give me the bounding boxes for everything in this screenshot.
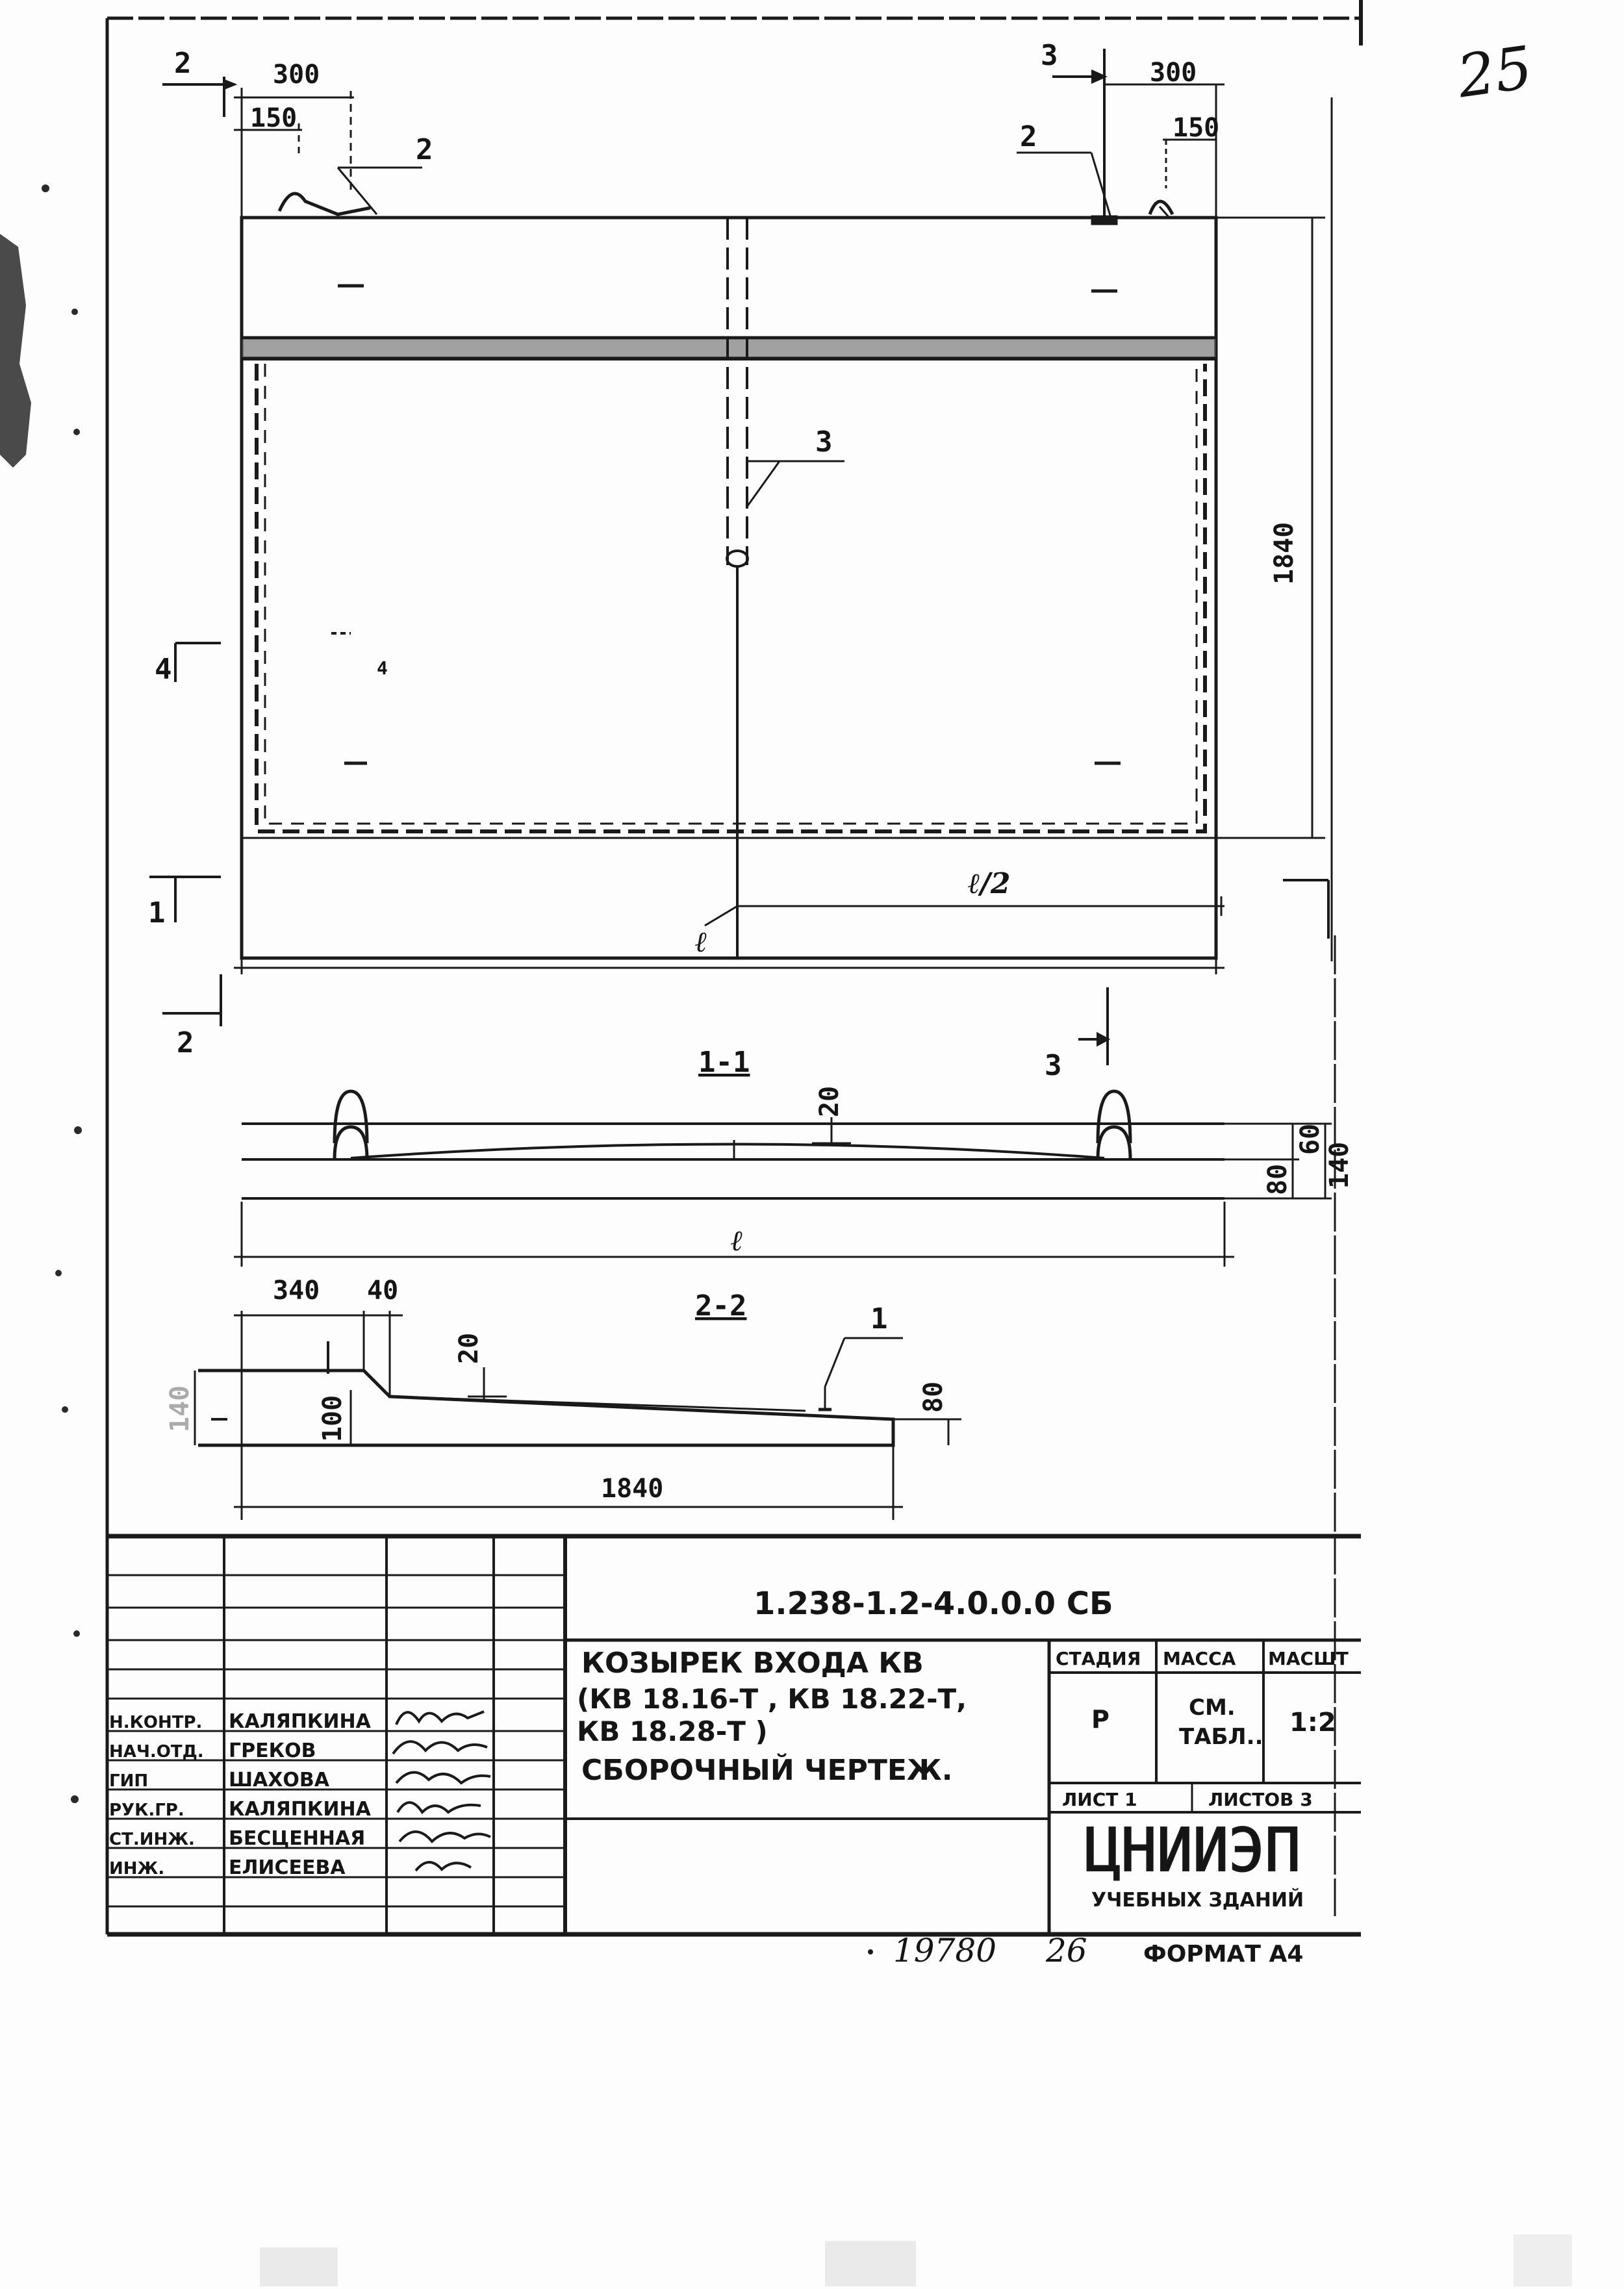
dim-60-s11: 60 (1295, 1124, 1325, 1155)
callout-1-s22: 1 (870, 1302, 888, 1335)
dim-1840-vertical: 1840 (1269, 522, 1299, 585)
drawing-title-line-3: КВ 18.28-Т ) (577, 1715, 768, 1747)
drawing-title-line-4: СБОРОЧНЫЙ ЧЕРТЕЖ. (581, 1752, 953, 1787)
page-number: 25 (1453, 33, 1536, 111)
section-mark-2-bottom: 2 (177, 1026, 194, 1059)
dim-20-s11: 20 (815, 1086, 844, 1117)
dim-300-left: 300 (273, 60, 320, 90)
section-2-2-title: 2-2 (695, 1289, 746, 1322)
role-st-inzh: СТ.ИНЖ. (109, 1830, 195, 1849)
span-l-s11: ℓ (731, 1224, 743, 1258)
section-1-1-title: 1-1 (698, 1046, 750, 1079)
dim-140-s11: 140 (1325, 1142, 1354, 1189)
drawing-title-line-2: (КВ 18.16-Т , КВ 18.22-Т, (577, 1683, 967, 1715)
drawing-designation: 1.238-1.2-4.0.0.0 СБ (754, 1586, 1113, 1622)
dim-20-s22: 20 (454, 1333, 484, 1364)
dim-80-s22: 80 (919, 1382, 948, 1413)
footer: 19780 26 ФОРМАТ А4 (868, 1932, 1303, 1969)
value-mass-1: СМ. (1189, 1695, 1236, 1721)
drawing-title-line-1: КОЗЫРЕК ВХОДА КВ (581, 1647, 924, 1680)
footer-number: 19780 (893, 1932, 996, 1969)
section-mark-3-top: 3 (1041, 39, 1058, 72)
callout-3: 3 (815, 425, 833, 459)
span-l-plan: ℓ (695, 926, 707, 959)
dim-300-right: 300 (1150, 58, 1197, 88)
title-block-text: 1.238-1.2-4.0.0.0 СБ КОЗЫРЕК ВХОДА КВ (К… (109, 1586, 1349, 1912)
dim-140-s22: 140 (165, 1385, 195, 1432)
role-gip: ГИП (109, 1771, 148, 1791)
section-1-1 (234, 1089, 1332, 1267)
dim-340-s22: 340 (273, 1276, 320, 1306)
name-n-kontr: КАЛЯПКИНА (229, 1710, 372, 1733)
handwritten-signatures (392, 1710, 491, 1872)
dim-40-s22: 40 (367, 1276, 398, 1306)
dim-100-s22: 100 (318, 1395, 348, 1442)
role-ruk-gr: РУК.ГР. (109, 1801, 184, 1820)
section-mark-1: 1 (148, 896, 166, 930)
title-block-grid (105, 1534, 1361, 1937)
role-inzh: ИНЖ. (109, 1859, 164, 1878)
dim-80-s11: 80 (1263, 1164, 1293, 1195)
plan-dimension-lines (234, 83, 1325, 974)
scan-noise (260, 2234, 1572, 2286)
section-mark-3-bottom: 3 (1045, 1049, 1062, 1082)
sheets-total: ЛИСТОВ 3 (1208, 1789, 1313, 1810)
section-markers (149, 49, 1330, 1065)
org-name: ЦНИИЭП (1085, 1815, 1300, 1885)
dim-1840-s22: 1840 (601, 1474, 663, 1504)
dim-150-left: 150 (250, 103, 297, 133)
dim-150-right: 150 (1173, 113, 1219, 143)
footer-format: ФОРМАТ А4 (1143, 1941, 1303, 1967)
header-scale: МАСШТ (1268, 1648, 1349, 1669)
section-mark-2-top: 2 (174, 47, 192, 80)
name-ruk-gr: КАЛЯПКИНА (229, 1798, 372, 1821)
section-2-2-labels: 2-2 340 40 20 100 140 80 1840 1 (165, 1276, 948, 1504)
name-nach-otd: ГРЕКОВ (229, 1739, 316, 1762)
header-mass: МАССА (1163, 1648, 1236, 1669)
name-inzh: ЕЛИСЕЕВА (229, 1856, 346, 1879)
value-stage: Р (1091, 1705, 1110, 1734)
value-mass-2: ТАБЛ.. (1179, 1724, 1263, 1750)
section-mark-4-inner: 4 (377, 657, 388, 679)
plan-view (240, 49, 1218, 960)
scan-artifacts (0, 184, 82, 1803)
section-2-2 (194, 1311, 961, 1520)
header-stage: СТАДИЯ (1056, 1648, 1141, 1669)
callout-2-left: 2 (416, 133, 433, 166)
sheet-number: ЛИСТ 1 (1062, 1789, 1137, 1810)
name-st-inzh: БЕСЦЕННАЯ (229, 1827, 365, 1850)
role-n-kontr: Н.КОНТР. (109, 1713, 202, 1732)
org-subtitle: УЧЕБНЫХ ЗДАНИЙ (1091, 1888, 1304, 1912)
role-nach-otd: НАЧ.ОТД. (109, 1742, 204, 1762)
section-mark-4-left: 4 (155, 653, 172, 686)
value-scale: 1:2 (1289, 1708, 1336, 1738)
callout-2-right: 2 (1020, 120, 1037, 153)
name-gip: ШАХОВА (229, 1769, 330, 1791)
section-1-1-labels: 1-1 20 60 80 140 ℓ (698, 1046, 1354, 1258)
half-span-label: ℓ/2 (968, 867, 1010, 900)
footer-copy: 26 (1045, 1932, 1087, 1969)
plan-labels: 2 300 150 2 3 300 150 2 3 1840 4 4 1 ℓ/2… (148, 39, 1299, 1082)
